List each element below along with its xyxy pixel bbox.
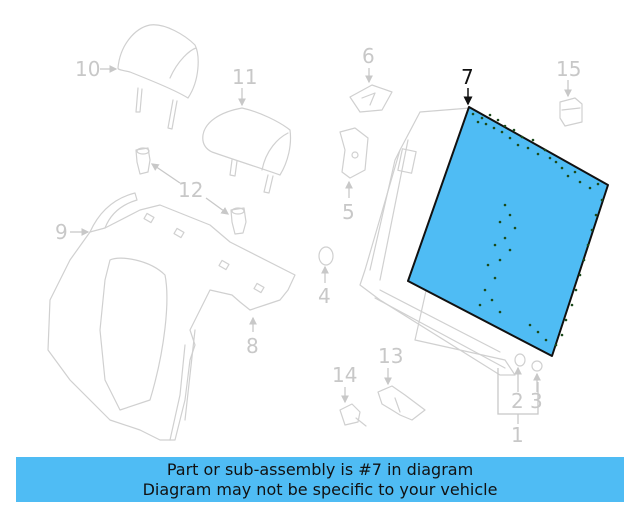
callout-14[interactable]: 14	[332, 363, 357, 387]
callout-3[interactable]: 3	[530, 389, 543, 413]
part-15-clip[interactable]	[559, 97, 583, 127]
callout-11[interactable]: 11	[232, 65, 257, 89]
banner-line-disclaimer: Diagram may not be specific to your vehi…	[142, 480, 498, 499]
callout-8[interactable]: 8	[246, 334, 259, 358]
part-7-panel-highlighted[interactable]	[407, 106, 609, 357]
callout-6[interactable]: 6	[362, 44, 375, 68]
banner-line-part-number: Part or sub-assembly is #7 in diagram	[166, 460, 474, 479]
part-6-cover[interactable]	[349, 84, 393, 113]
part-4-cap[interactable]	[318, 246, 334, 266]
callout-12[interactable]: 12	[178, 178, 203, 202]
callout-7[interactable]: 7	[461, 65, 474, 89]
part-14-bracket[interactable]	[339, 403, 367, 427]
callout-5[interactable]: 5	[342, 200, 355, 224]
callout-1[interactable]: 1	[511, 423, 524, 447]
callout-4[interactable]: 4	[318, 284, 331, 308]
part-5-latch[interactable]	[339, 127, 369, 179]
part-9-seatback-cover[interactable]	[47, 192, 296, 441]
callout-10[interactable]: 10	[75, 57, 100, 81]
callout-9[interactable]: 9	[55, 220, 68, 244]
part-3-bolt[interactable]	[531, 360, 543, 372]
callout-2[interactable]: 2	[511, 389, 524, 413]
part-13-bracket[interactable]	[377, 385, 426, 421]
callout-15[interactable]: 15	[556, 57, 581, 81]
info-banner: Part or sub-assembly is #7 in diagram Di…	[16, 457, 624, 502]
callout-13[interactable]: 13	[378, 344, 403, 368]
part-11-headrest[interactable]	[202, 107, 292, 194]
part-2-bushing[interactable]	[514, 353, 526, 367]
part-10-headrest[interactable]	[117, 24, 199, 130]
part-12-guide[interactable]	[135, 147, 247, 235]
